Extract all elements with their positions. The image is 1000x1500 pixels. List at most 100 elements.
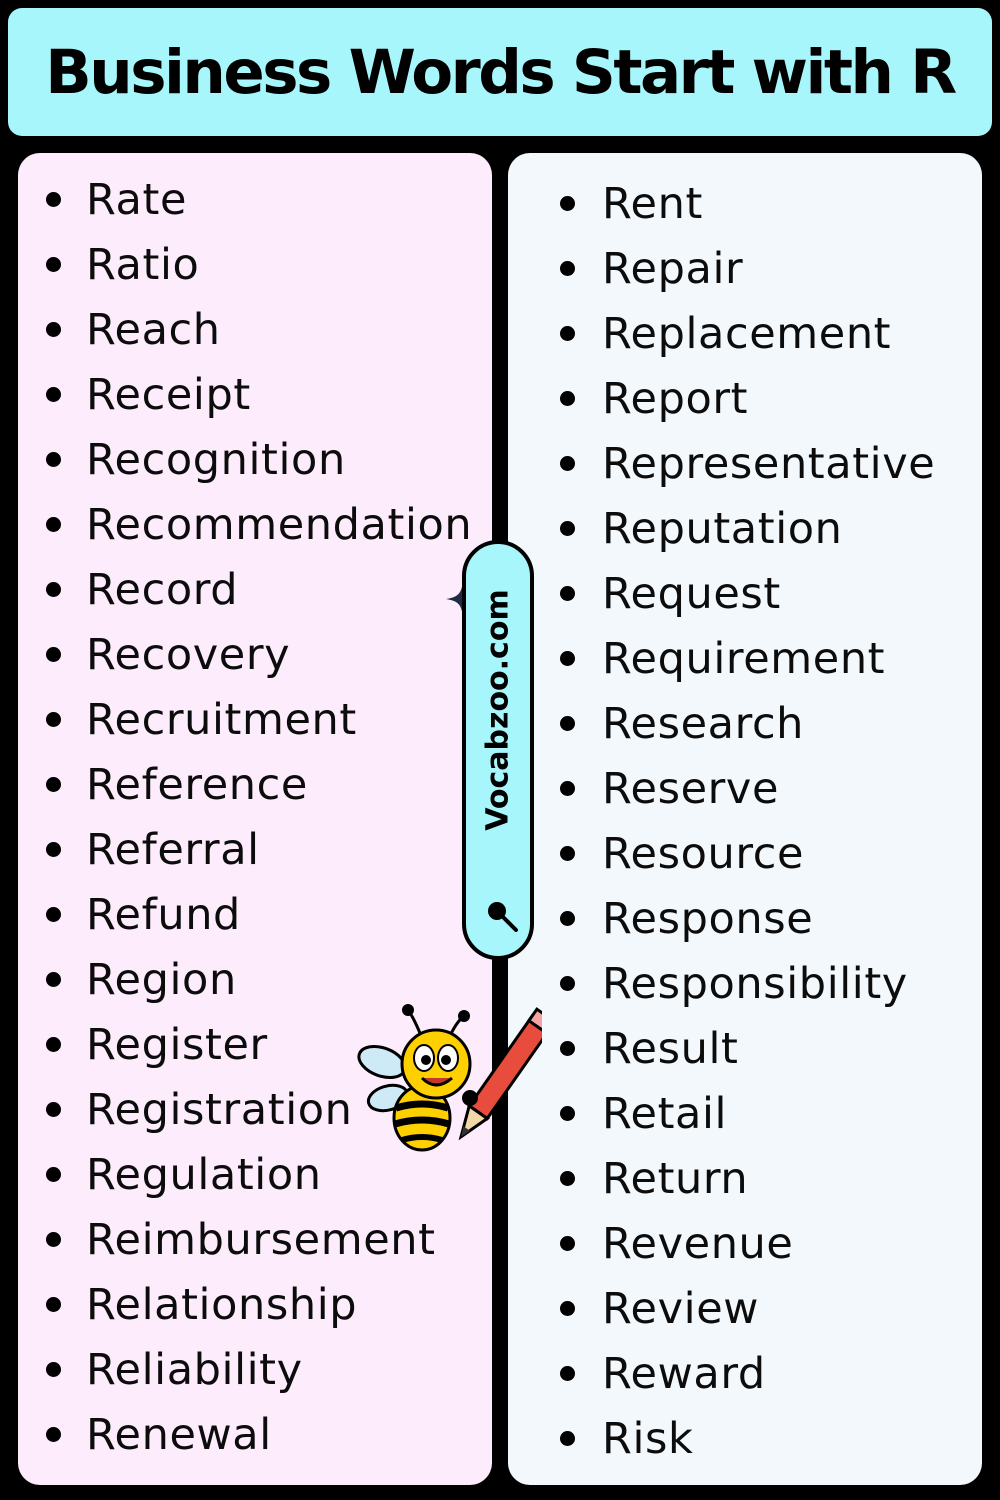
word-label: Region bbox=[86, 954, 237, 1005]
right-word-item: Repair bbox=[508, 236, 982, 301]
bullet-icon bbox=[46, 1362, 61, 1377]
word-label: Result bbox=[602, 1023, 739, 1074]
bullet-icon bbox=[46, 1232, 61, 1247]
bullet-icon bbox=[46, 972, 61, 987]
bullet-icon bbox=[46, 582, 61, 597]
left-word-item: Recruitment bbox=[18, 687, 492, 752]
right-word-item: Resource bbox=[508, 821, 982, 886]
bullet-icon bbox=[46, 322, 61, 337]
left-word-item: Record bbox=[18, 557, 492, 622]
bee-with-pencil-illustration bbox=[357, 1004, 542, 1152]
word-label: Renewal bbox=[86, 1409, 272, 1460]
left-word-item: Referral bbox=[18, 817, 492, 882]
right-word-item: Reputation bbox=[508, 496, 982, 561]
right-word-item: Retail bbox=[508, 1081, 982, 1146]
left-word-item: Renewal bbox=[18, 1402, 492, 1467]
bullet-icon bbox=[46, 1037, 61, 1052]
watermark-badge: Vocabzoo.com bbox=[462, 540, 534, 960]
word-label: Revenue bbox=[602, 1218, 794, 1269]
bullet-icon bbox=[560, 651, 575, 666]
left-word-item: Regulation bbox=[18, 1142, 492, 1207]
word-label: Retail bbox=[602, 1088, 728, 1139]
bullet-icon bbox=[46, 1167, 61, 1182]
bullet-icon bbox=[560, 326, 575, 341]
word-label: Representative bbox=[602, 438, 936, 489]
right-word-item: Reserve bbox=[508, 756, 982, 821]
bullet-icon bbox=[560, 1431, 575, 1446]
bullet-icon bbox=[46, 777, 61, 792]
word-label: Resource bbox=[602, 828, 804, 879]
bullet-icon bbox=[560, 1171, 575, 1186]
word-label: Repair bbox=[602, 243, 744, 294]
right-word-item: Result bbox=[508, 1016, 982, 1081]
bullet-icon bbox=[560, 391, 575, 406]
bullet-icon bbox=[560, 976, 575, 991]
left-word-item: Receipt bbox=[18, 362, 492, 427]
word-label: Recommendation bbox=[86, 499, 473, 550]
bullet-icon bbox=[560, 1301, 575, 1316]
word-label: Reputation bbox=[602, 503, 843, 554]
right-word-item: Requirement bbox=[508, 626, 982, 691]
right-word-item: Rent bbox=[508, 171, 982, 236]
word-label: Response bbox=[602, 893, 814, 944]
bullet-icon bbox=[560, 846, 575, 861]
left-word-item: Region bbox=[18, 947, 492, 1012]
right-word-item: Revenue bbox=[508, 1211, 982, 1276]
bullet-icon bbox=[46, 257, 61, 272]
word-label: Report bbox=[602, 373, 749, 424]
word-label: Rate bbox=[86, 174, 187, 225]
right-word-item: Replacement bbox=[508, 301, 982, 366]
word-label: Relationship bbox=[86, 1279, 358, 1330]
left-word-item: Relationship bbox=[18, 1272, 492, 1337]
title-banner: Business Words Start with R bbox=[8, 8, 992, 136]
word-label: Return bbox=[602, 1153, 749, 1204]
word-label: Record bbox=[86, 564, 239, 615]
watermark-text: Vocabzoo.com bbox=[480, 589, 516, 831]
word-label: Receipt bbox=[86, 369, 251, 420]
word-label: Reward bbox=[602, 1348, 766, 1399]
word-label: Reach bbox=[86, 304, 221, 355]
word-label: Ratio bbox=[86, 239, 200, 290]
bullet-icon bbox=[560, 1366, 575, 1381]
right-word-item: Representative bbox=[508, 431, 982, 496]
bullet-icon bbox=[560, 716, 575, 731]
word-label: Replacement bbox=[602, 308, 892, 359]
left-word-item: Reimbursement bbox=[18, 1207, 492, 1272]
right-word-item: Response bbox=[508, 886, 982, 951]
bullet-icon bbox=[46, 1427, 61, 1442]
bullet-icon bbox=[560, 456, 575, 471]
word-label: Research bbox=[602, 698, 805, 749]
word-label: Register bbox=[86, 1019, 268, 1070]
left-word-item: Recommendation bbox=[18, 492, 492, 557]
word-label: Reimbursement bbox=[86, 1214, 436, 1265]
word-label: Regulation bbox=[86, 1149, 322, 1200]
bullet-icon bbox=[46, 1297, 61, 1312]
bullet-icon bbox=[560, 911, 575, 926]
left-word-item: Register bbox=[18, 1012, 492, 1077]
right-word-item: Return bbox=[508, 1146, 982, 1211]
word-label: Reserve bbox=[602, 763, 780, 814]
left-word-item: Ratio bbox=[18, 232, 492, 297]
right-word-item: Review bbox=[508, 1276, 982, 1341]
bullet-icon bbox=[46, 387, 61, 402]
left-word-item: Recognition bbox=[18, 427, 492, 492]
left-word-item: Registration bbox=[18, 1077, 492, 1142]
word-label: Recovery bbox=[86, 629, 291, 680]
bullet-icon bbox=[560, 1236, 575, 1251]
word-label: Recruitment bbox=[86, 694, 357, 745]
right-word-item: Responsibility bbox=[508, 951, 982, 1016]
bullet-icon bbox=[560, 261, 575, 276]
bullet-icon bbox=[560, 586, 575, 601]
left-word-item: Rate bbox=[18, 167, 492, 232]
bullet-icon bbox=[46, 517, 61, 532]
right-word-item: Research bbox=[508, 691, 982, 756]
bullet-icon bbox=[46, 452, 61, 467]
left-word-item: Reference bbox=[18, 752, 492, 817]
right-word-item: Request bbox=[508, 561, 982, 626]
left-word-item: Reliability bbox=[18, 1337, 492, 1402]
bullet-icon bbox=[560, 781, 575, 796]
